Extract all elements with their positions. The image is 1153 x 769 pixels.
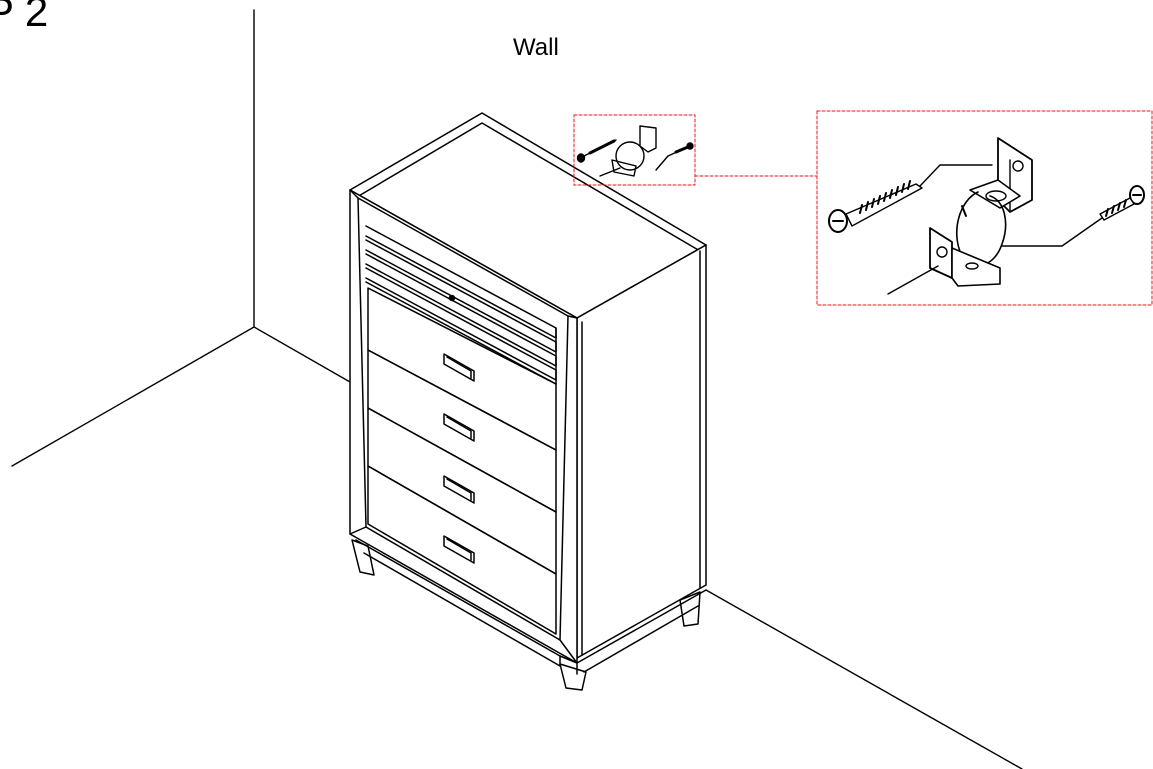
bracket-callout-small xyxy=(573,114,696,186)
chest-side xyxy=(576,244,707,659)
leg-front-right xyxy=(559,663,587,691)
drawer-handle xyxy=(443,535,475,564)
wall-label: Wall xyxy=(513,34,559,61)
room-corner xyxy=(11,9,1023,769)
bracket-icon xyxy=(611,125,657,177)
screw-icon xyxy=(667,142,694,157)
screw-icon xyxy=(576,139,617,163)
screw-icon xyxy=(828,164,993,233)
step-number: P 2 xyxy=(0,0,49,35)
bracket-icon xyxy=(887,227,1001,295)
leg-back-right xyxy=(679,591,701,627)
screw-icon xyxy=(1001,185,1145,247)
chest-of-drawers xyxy=(349,112,707,691)
drawer-handle xyxy=(443,413,475,442)
drawer-handle xyxy=(443,353,475,382)
drawer-handle xyxy=(443,475,475,504)
leg-front-left xyxy=(351,539,375,576)
drawer-5 xyxy=(367,465,557,635)
bracket-callout-detail xyxy=(816,110,1153,306)
bracket-icon xyxy=(969,137,1033,213)
